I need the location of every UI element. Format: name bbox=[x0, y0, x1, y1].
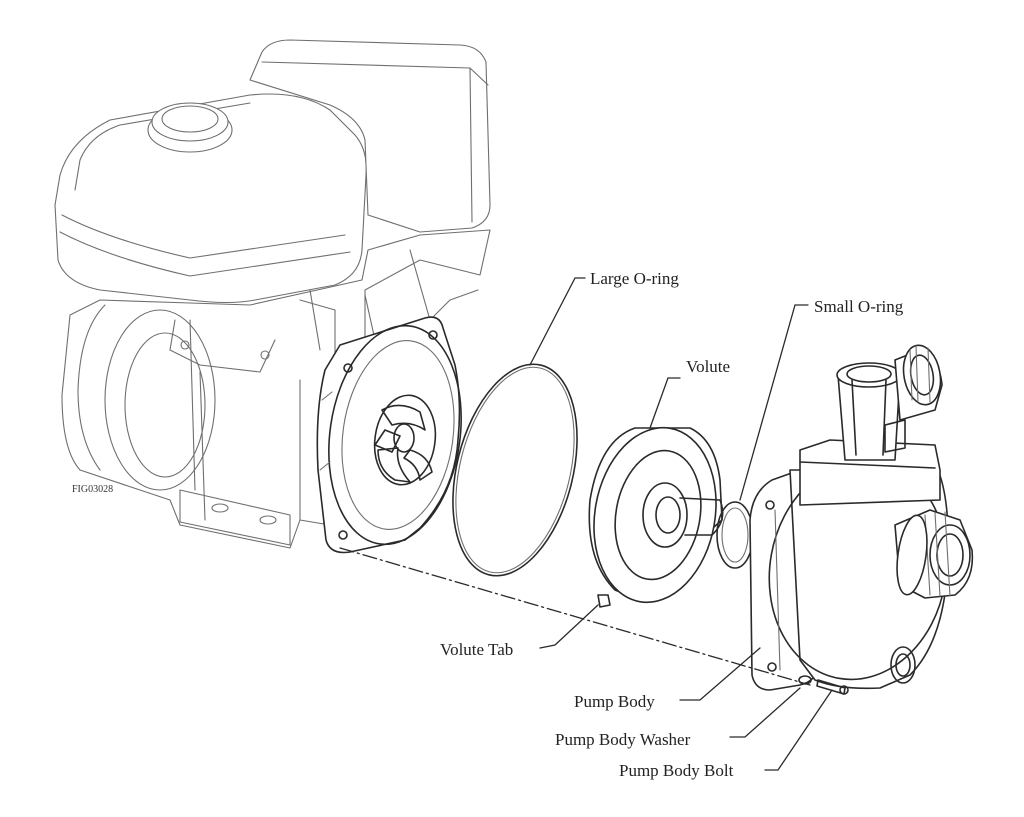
figure-id: FIG03028 bbox=[72, 484, 113, 495]
label-pump-body-bolt: Pump Body Bolt bbox=[619, 761, 734, 780]
label-volute-tab: Volute Tab bbox=[440, 640, 513, 659]
volute-tab bbox=[597, 594, 611, 608]
label-volute: Volute bbox=[686, 357, 730, 376]
label-pump-body: Pump Body bbox=[574, 692, 655, 711]
label-small-o-ring: Small O-ring bbox=[814, 297, 904, 316]
pump-body bbox=[749, 344, 974, 695]
adapter-plate bbox=[316, 316, 462, 554]
engine bbox=[54, 39, 491, 549]
label-pump-body-washer: Pump Body Washer bbox=[555, 730, 691, 749]
impeller bbox=[373, 394, 437, 486]
leader-lines bbox=[529, 277, 833, 771]
large-o-ring bbox=[452, 363, 578, 577]
volute bbox=[588, 426, 724, 608]
label-large-o-ring: Large O-ring bbox=[590, 269, 679, 288]
